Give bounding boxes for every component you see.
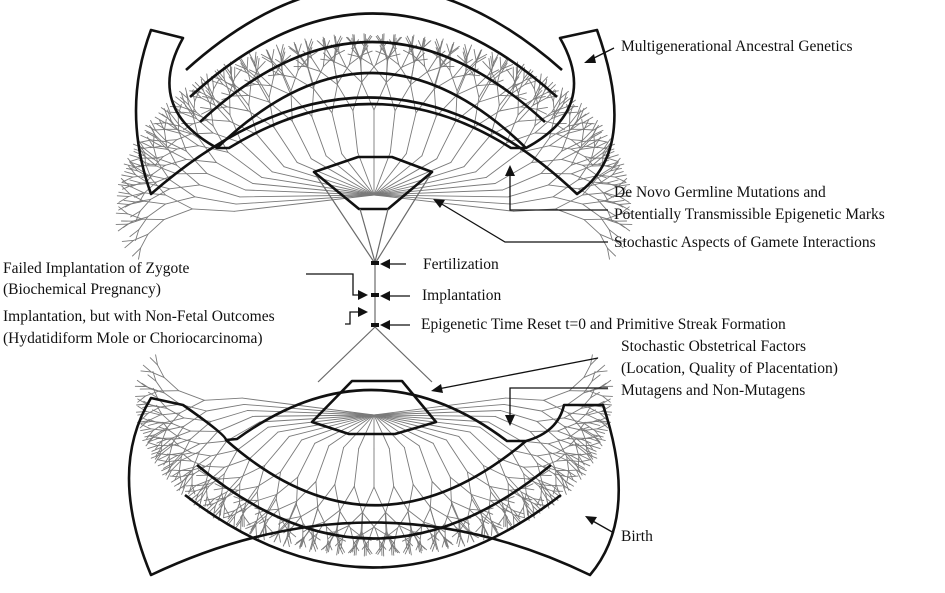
arrow-obstetrical (431, 357, 599, 393)
label-de-novo-line2: Potentially Transmissible Epigenetic Mar… (614, 206, 885, 223)
top-structure (115, 0, 633, 263)
label-obstetrical-line1: Stochastic Obstetrical Factors (621, 338, 806, 355)
arrow-nonfetal (345, 307, 368, 325)
label-multigenerational: Multigenerational Ancestral Genetics (621, 38, 853, 55)
arrow-failed-implantation (306, 273, 368, 300)
label-nonfetal-line1: Implantation, but with Non-Fetal Outcome… (3, 308, 275, 325)
label-fertilization: Fertilization (423, 256, 499, 273)
label-failed-line2: (Biochemical Pregnancy) (3, 281, 161, 298)
top-arc-4 (185, 0, 563, 71)
bottom-arc-3 (184, 493, 562, 569)
hourglass-neck (317, 208, 433, 383)
label-epigenetic-reset: Epigenetic Time Reset t=0 and Primitive … (421, 316, 786, 333)
fertilization-dot (371, 261, 379, 265)
top-arc-2 (199, 40, 546, 123)
bottom-placental-trapezoid (310, 379, 438, 436)
bottom-arc-2 (196, 463, 552, 540)
arrow-fertilization (380, 259, 406, 269)
arrow-mutagens (505, 387, 608, 426)
bottom-development-tree-branches (134, 354, 614, 557)
arrow-gamete (433, 199, 608, 243)
label-failed-line1: Failed Implantation of Zygote (3, 260, 190, 277)
label-birth: Birth (621, 528, 653, 545)
bottom-outer-bowl (127, 388, 621, 577)
arrow-implantation (380, 291, 410, 301)
top-ancestral-tree-branches (115, 33, 633, 260)
top-arc-3 (189, 12, 558, 98)
top-thin-lines (313, 171, 433, 263)
top-outer-bowl (134, 28, 616, 196)
primitive-streak-dot (371, 323, 379, 327)
top-arc-1 (216, 71, 527, 149)
implantation-dot (371, 293, 379, 297)
arrows (306, 47, 615, 534)
labels: Multigenerational Ancestral Genetics De … (3, 38, 885, 545)
arrow-multigenerational (584, 47, 615, 63)
bottom-structure (127, 354, 621, 577)
label-de-novo-line1: De Novo Germline Mutations and (614, 184, 826, 201)
label-implantation: Implantation (422, 287, 501, 304)
bottom-arc-1 (225, 439, 527, 507)
label-mutagens: Mutagens and Non-Mutagens (621, 382, 805, 399)
arrow-birth (585, 516, 615, 534)
arrow-de-novo (505, 165, 608, 211)
arrow-epigenetic-reset (380, 320, 410, 330)
label-nonfetal-line2: (Hydatidiform Mole or Choriocarcinoma) (3, 330, 263, 347)
label-obstetrical-line2: (Location, Quality of Placentation) (621, 360, 838, 377)
label-gamete: Stochastic Aspects of Gamete Interaction… (614, 234, 876, 251)
